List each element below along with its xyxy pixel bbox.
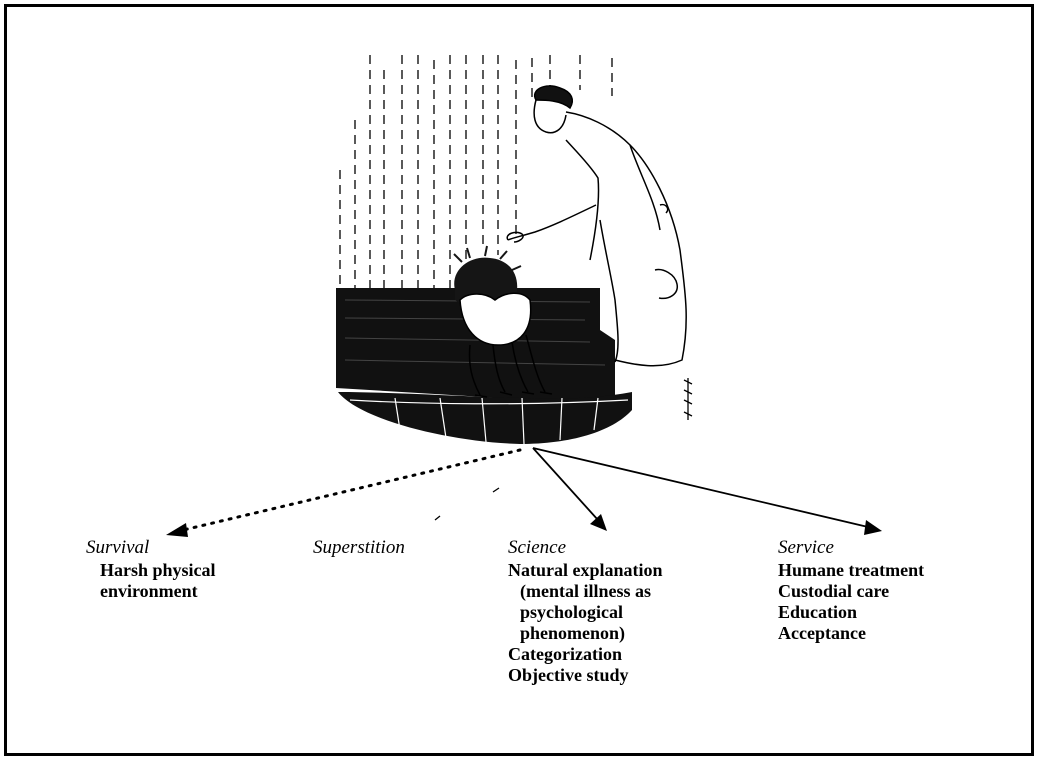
arrow-to-survival xyxy=(166,450,520,537)
arrow-to-science xyxy=(533,448,607,531)
category-heading: Service xyxy=(778,536,924,560)
category-line: Natural explanation xyxy=(508,560,663,581)
category-superstition: Superstition xyxy=(313,536,405,560)
category-service: Service Humane treatment Custodial care … xyxy=(778,536,924,644)
category-line: Custodial care xyxy=(778,581,924,602)
wall-lines xyxy=(340,55,612,288)
category-line: Categorization xyxy=(508,644,663,665)
category-line: Harsh physical xyxy=(86,560,216,581)
category-line: (mental illness as xyxy=(508,581,663,602)
category-science: Science Natural explanation (mental illn… xyxy=(508,536,663,686)
category-line: psychological xyxy=(508,602,663,623)
category-line: Acceptance xyxy=(778,623,924,644)
stray-mark xyxy=(435,516,440,520)
arrow-to-service xyxy=(533,448,882,535)
category-heading: Science xyxy=(508,536,663,560)
category-line: Objective study xyxy=(508,665,663,686)
category-line: environment xyxy=(86,581,216,602)
category-line: Education xyxy=(778,602,924,623)
category-heading: Survival xyxy=(86,536,216,560)
stray-mark xyxy=(493,488,499,492)
category-line: Humane treatment xyxy=(778,560,924,581)
artist-signature xyxy=(684,378,692,420)
category-survival: Survival Harsh physical environment xyxy=(86,536,216,602)
category-heading: Superstition xyxy=(313,536,405,560)
category-line: phenomenon) xyxy=(508,623,663,644)
